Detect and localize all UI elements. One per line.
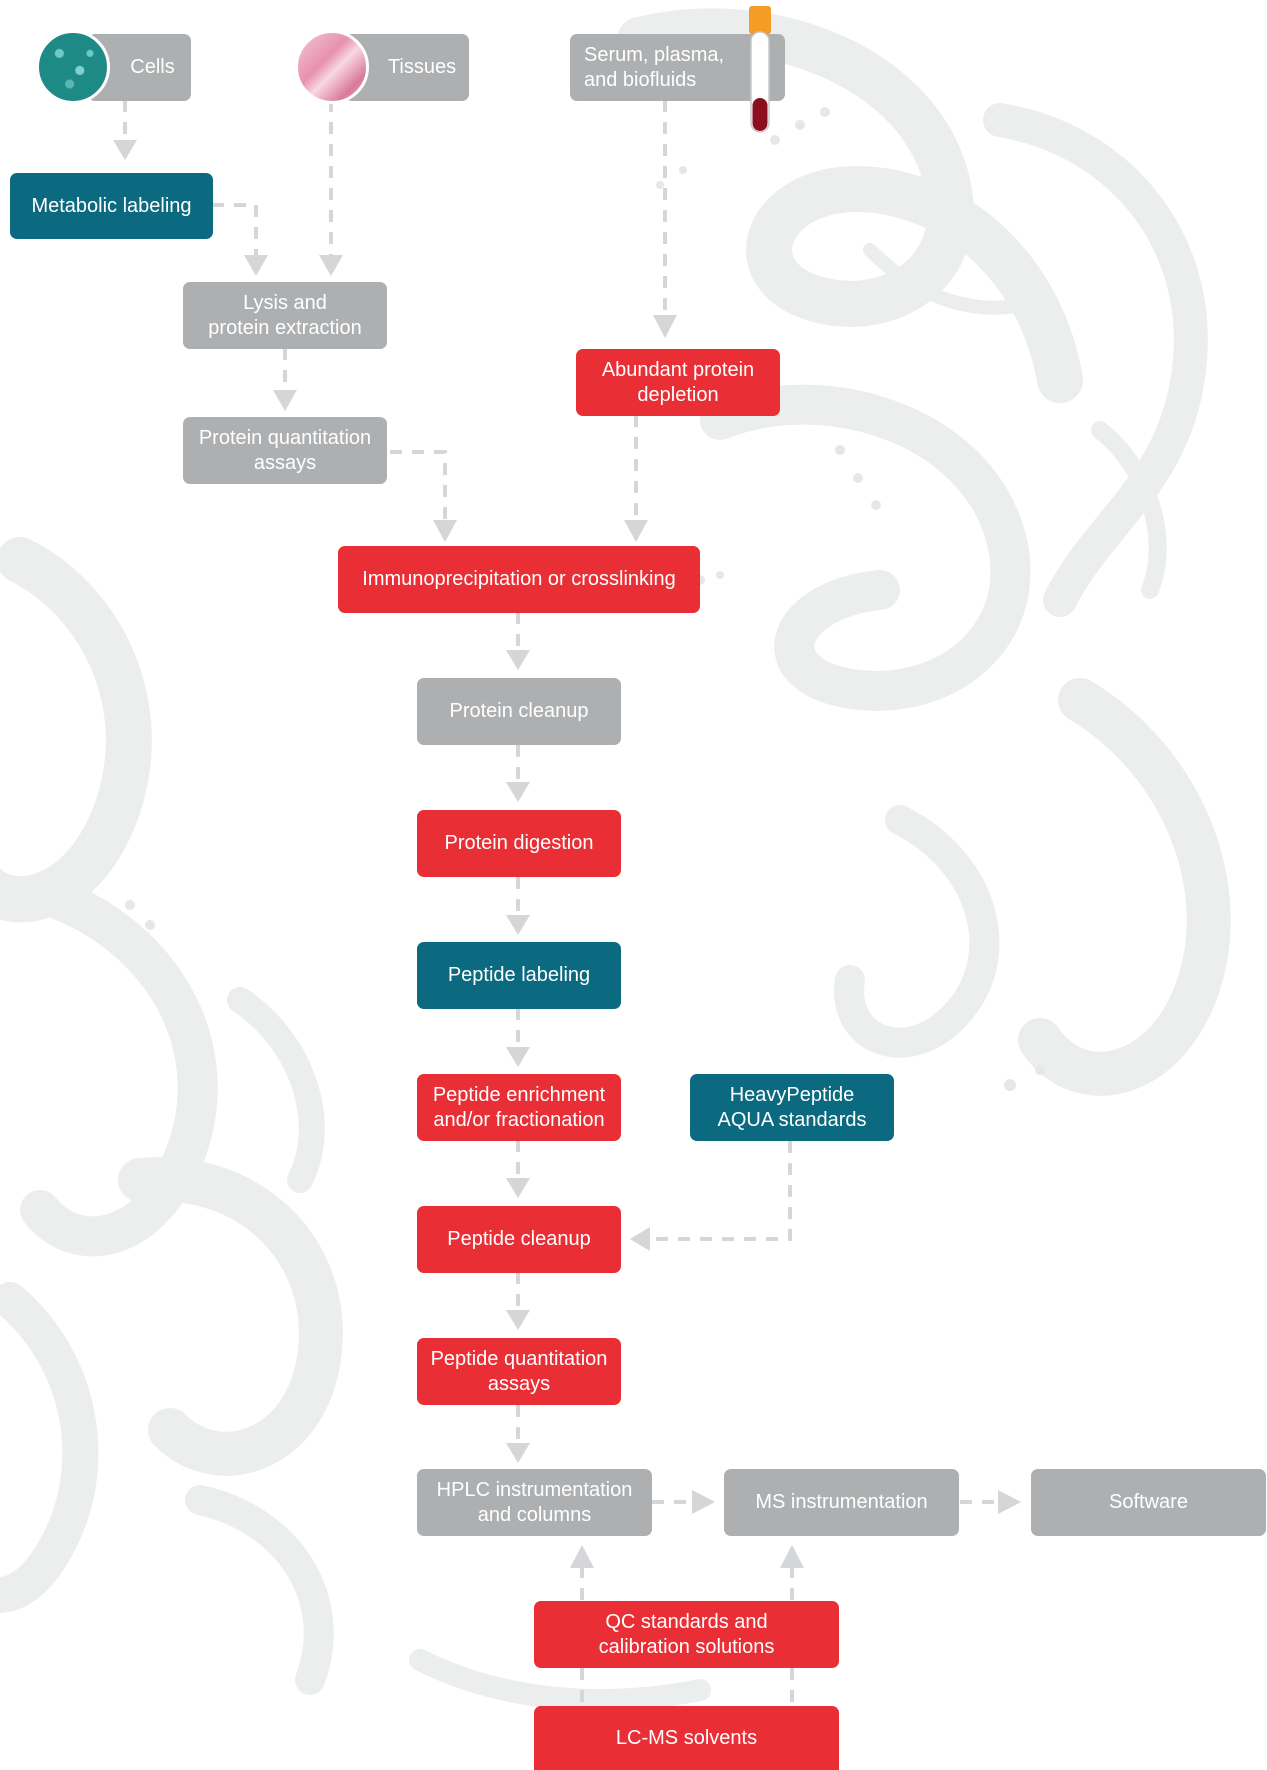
node-label: Peptide cleanup [447,1228,591,1250]
node-protein-quantitation-assays: Protein quantitation assays [183,417,387,484]
arrowhead [433,520,457,542]
node-software: Software [1031,1469,1266,1536]
cells-micrograph-icon [36,30,110,104]
node-peptide-quantitation-assays: Peptide quantitation assays [417,1338,621,1405]
arrow-heavypeptide-to-peptide-cleanup [650,1141,792,1241]
node-label: Protein digestion [444,832,594,854]
node-peptide-cleanup: Peptide cleanup [417,1206,621,1273]
node-label: Protein cleanup [449,700,589,722]
node-metabolic-labeling: Metabolic labeling [10,173,213,239]
arrowhead [998,1490,1021,1514]
arrowhead [506,650,530,670]
node-label: Software [1109,1491,1188,1513]
arrowhead [506,1443,530,1463]
node-label: Metabolic labeling [31,194,192,217]
tissue-micrograph-icon [295,30,369,104]
node-label: Tissues [387,56,457,78]
arrowhead [506,915,530,935]
node-qc-standards: QC standards and calibration solutions [534,1601,839,1668]
arrowhead [692,1490,715,1514]
arrowhead [273,390,297,411]
arrowhead [506,782,530,802]
node-label: Immunoprecipitation or crosslinking [362,568,676,590]
node-label-line1: Protein quantitation [198,426,372,449]
node-peptide-enrichment: Peptide enrichment and/or fractionation [417,1074,621,1141]
arrowhead [653,315,677,338]
node-label-line2: assays [253,451,317,474]
arrowhead [244,255,268,276]
node-label-line1: Lysis and [243,291,327,314]
node-label-line2: protein extraction [208,316,362,339]
node-abundant-protein-depletion: Abundant protein depletion [576,349,780,416]
node-label: MS instrumentation [755,1491,928,1513]
arrow-metabolic-to-lysis [212,203,258,255]
node-label-line1: QC standards and [605,1610,768,1633]
node-protein-cleanup: Protein cleanup [417,678,621,745]
arrowhead [506,1047,530,1067]
arrowhead [624,520,648,542]
node-label-line1: Peptide enrichment [432,1083,606,1106]
node-label-line2: and/or fractionation [433,1108,605,1131]
arrowhead [319,255,343,276]
arrowhead [506,1178,530,1198]
arrowhead [780,1545,804,1568]
arrowhead [570,1545,594,1568]
node-label: LC-MS solvents [615,1726,758,1749]
arrow-quantitation-to-ip [390,450,447,520]
node-peptide-labeling: Peptide labeling [417,942,621,1009]
node-serum: Serum, plasma, and biofluids [570,34,785,101]
arrowhead [113,140,137,160]
blood-tube-icon [749,6,771,133]
node-heavypeptide-aqua-standards: HeavyPeptide AQUA standards [690,1074,894,1141]
node-label-line1: HeavyPeptide [729,1083,855,1106]
node-lcms-solvents: LC-MS solvents [534,1706,839,1770]
node-label-line2: and columns [477,1503,592,1526]
arrowhead [506,1310,530,1330]
node-label-line2: and biofluids [584,68,697,91]
node-immunoprecipitation: Immunoprecipitation or crosslinking [338,546,700,613]
node-label-line1: Serum, plasma, [584,43,725,66]
node-label-line2: depletion [637,383,719,406]
node-label-line1: Peptide quantitation [430,1347,608,1370]
node-protein-digestion: Protein digestion [417,810,621,877]
node-label-line2: calibration solutions [598,1635,775,1658]
node-label-line2: assays [487,1372,551,1395]
node-ms-instrumentation: MS instrumentation [724,1469,959,1536]
node-label: Cells [130,56,175,78]
node-lysis: Lysis and protein extraction [183,282,387,349]
node-label: Peptide labeling [447,964,591,986]
arrowhead [630,1227,650,1251]
node-label-line1: Abundant protein [601,358,755,381]
node-hplc-instrumentation: HPLC instrumentation and columns [417,1469,652,1536]
node-label-line2: AQUA standards [717,1108,867,1131]
node-label-line1: HPLC instrumentation [436,1478,633,1501]
